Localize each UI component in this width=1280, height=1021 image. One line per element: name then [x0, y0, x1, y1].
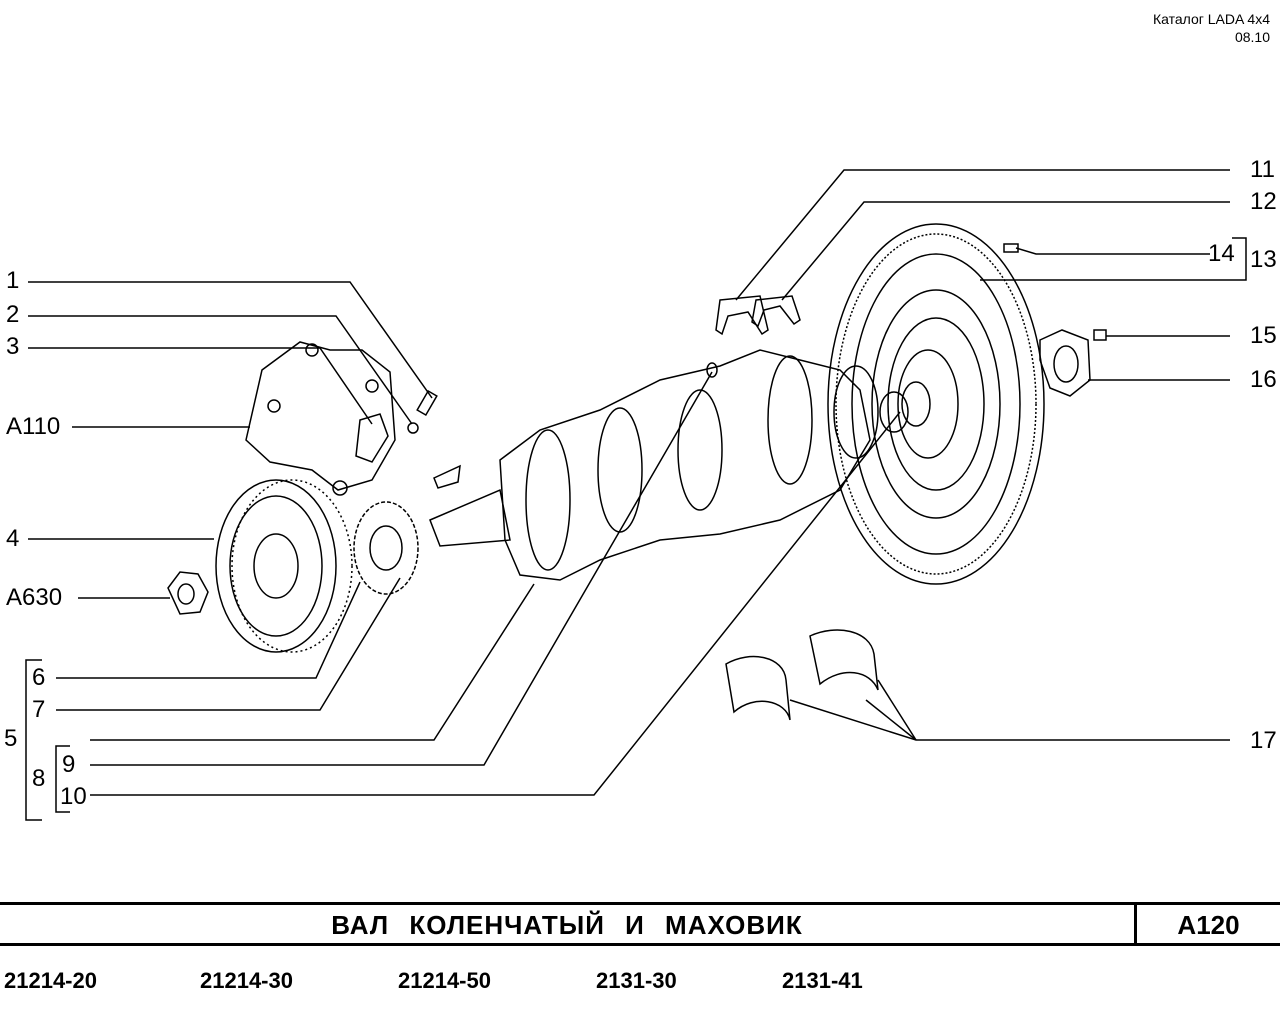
title-bar: ВАЛ КОЛЕНЧАТЫЙ И МАХОВИК A120 [0, 902, 1280, 946]
callout-11: 11 [1250, 156, 1275, 183]
leader-17c [877, 679, 917, 741]
crankshaft-body [499, 349, 871, 581]
main-bearing-1 [725, 655, 791, 721]
callout-12: 12 [1250, 188, 1277, 215]
catalog-name: Каталог LADA 4x4 [1152, 11, 1270, 27]
flywheel-washer [1039, 329, 1091, 397]
leader-3 [28, 347, 373, 425]
callout-13: 13 [1250, 246, 1277, 273]
callout-16: 16 [1250, 366, 1277, 393]
leader-10b [90, 411, 901, 796]
model-item: 21214-20 [4, 968, 97, 993]
callout-9: 9 [62, 751, 76, 778]
catalog-date: 08.10 [1234, 29, 1270, 45]
leader-1 [28, 281, 433, 399]
pulley-nut [167, 571, 209, 615]
leader-14 [1015, 247, 1210, 255]
bracket-5 [25, 659, 42, 821]
model-item: 21214-30 [200, 968, 293, 993]
callout-3: 3 [6, 333, 20, 360]
callout-14: 14 [1208, 240, 1235, 267]
bracket-8 [55, 745, 70, 813]
page-title: ВАЛ КОЛЕНЧАТЫЙ И МАХОВИК [331, 910, 803, 940]
callout-15: 15 [1250, 322, 1277, 349]
callout-6: 6 [32, 664, 46, 691]
callout-10: 10 [60, 783, 87, 810]
main-bearing-2 [809, 629, 879, 691]
model-item: 2131-30 [596, 968, 677, 993]
model-item: 21214-50 [398, 968, 491, 993]
callout-a110: A110 [6, 413, 61, 440]
callout-5: 5 [4, 725, 18, 752]
thrust-washer-11 [715, 295, 769, 336]
exploded-parts-diagram [25, 169, 1247, 821]
model-list: 21214-20 21214-30 21214-50 2131-30 2131-… [0, 968, 1280, 998]
leader-11 [735, 169, 1230, 301]
leader-9 [90, 583, 535, 741]
callout-8: 8 [32, 765, 46, 792]
thrust-washer-12 [751, 295, 801, 328]
callout-4: 4 [6, 525, 20, 552]
bracket-13 [980, 237, 1247, 281]
page-code: A120 [1134, 905, 1280, 943]
sensor-bracket [355, 413, 389, 463]
key [433, 464, 461, 489]
leader-6 [56, 581, 361, 679]
crankshaft-front [429, 488, 511, 547]
leader-12 [781, 201, 1230, 301]
callout-17: 17 [1250, 727, 1277, 754]
sprocket [353, 501, 419, 595]
flywheel [827, 223, 1045, 585]
callout-7: 7 [32, 696, 46, 723]
leader-7 [56, 577, 401, 711]
callout-2: 2 [6, 301, 20, 328]
leader-2 [28, 315, 413, 425]
leader-17b [865, 699, 917, 741]
pulley [215, 479, 337, 653]
callout-1: 1 [6, 267, 20, 294]
callout-a630: A630 [6, 584, 63, 611]
leader-10 [90, 371, 713, 766]
leader-17 [789, 699, 1230, 741]
model-item: 2131-41 [782, 968, 863, 993]
timing-cover [245, 341, 396, 491]
